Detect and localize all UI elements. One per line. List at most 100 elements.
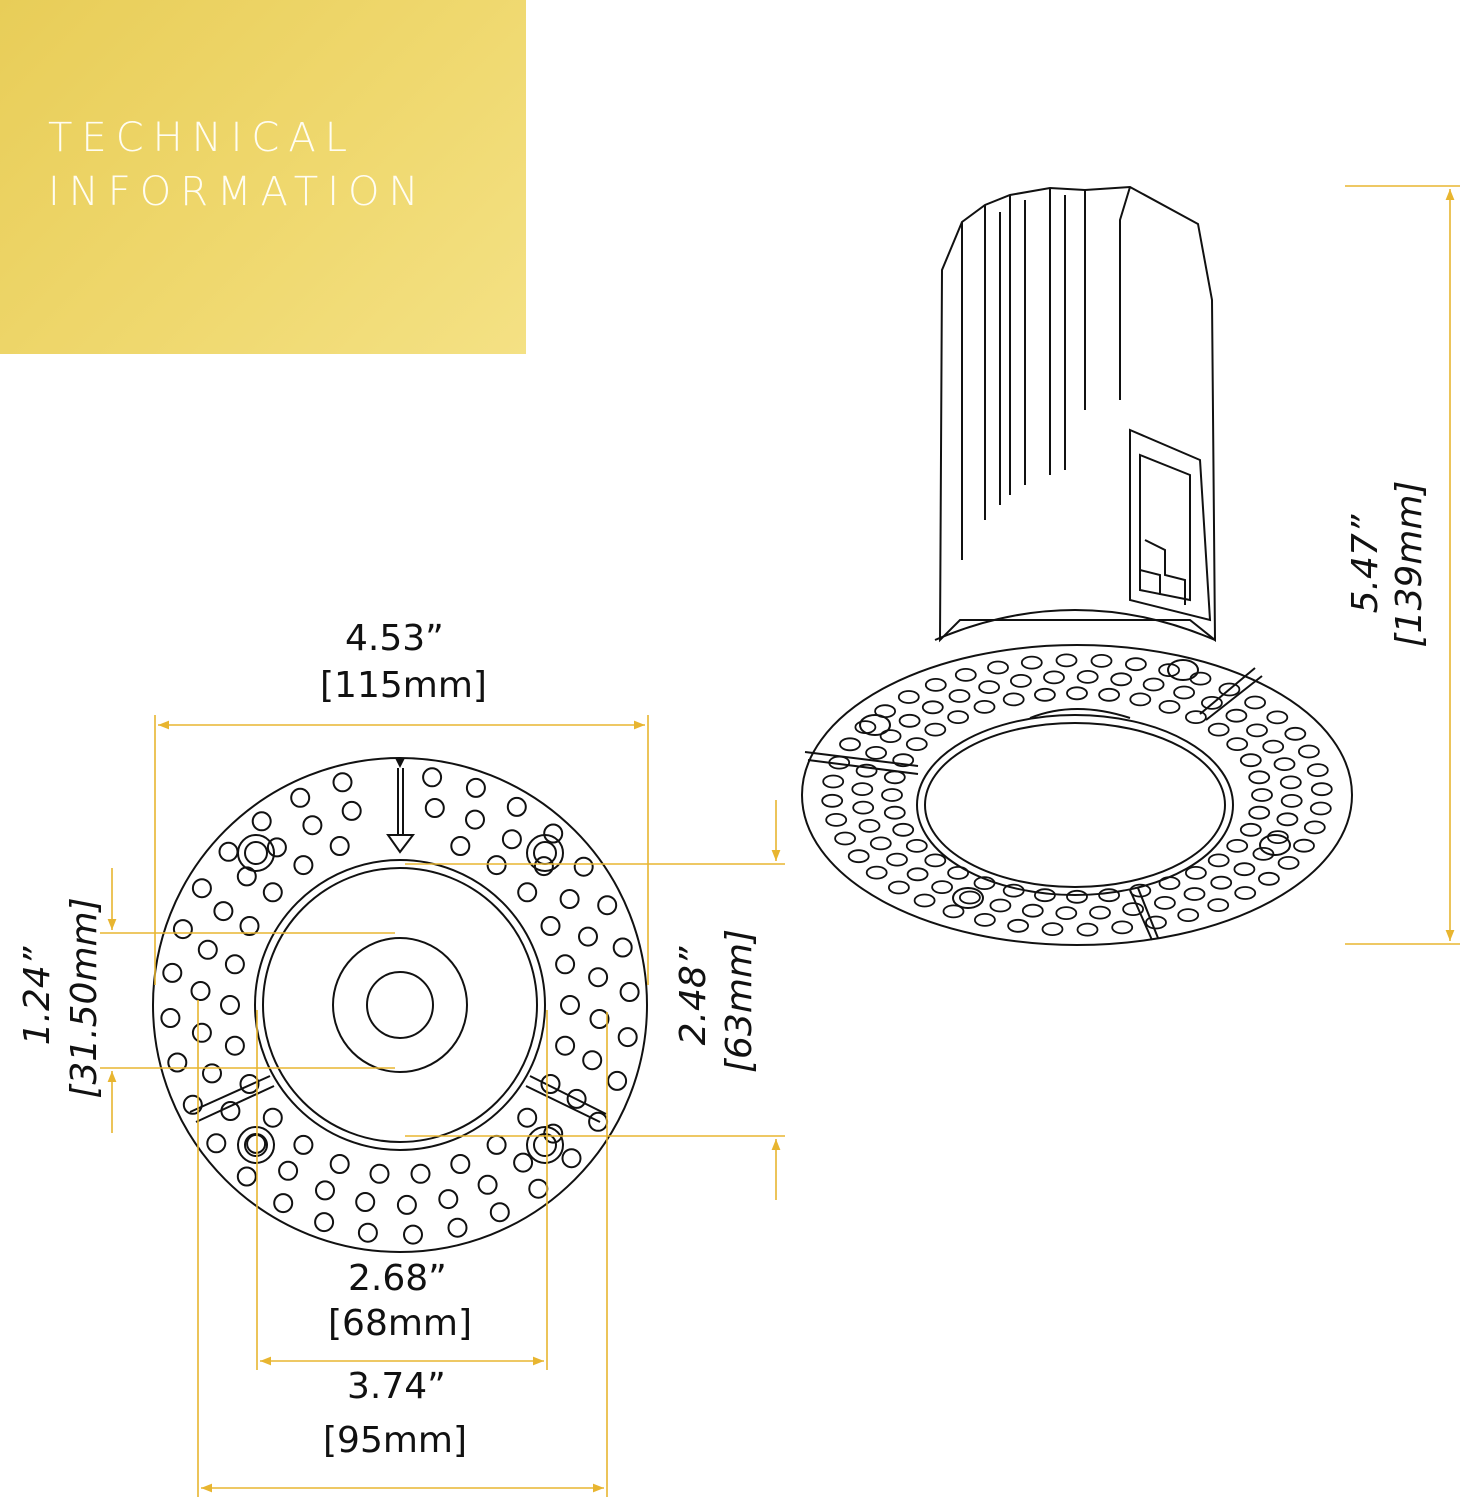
perforation-hole bbox=[1002, 692, 1025, 707]
perforation-hole bbox=[162, 962, 183, 983]
dim-aperture-height-metric: [63mm] bbox=[719, 928, 760, 1074]
perforation-hole bbox=[1201, 696, 1223, 710]
perforation-hole bbox=[1246, 723, 1268, 738]
perforation-hole bbox=[517, 1107, 538, 1128]
perforation-hole bbox=[1142, 677, 1165, 692]
perforation-hole bbox=[1110, 672, 1133, 687]
perforation-hole bbox=[1239, 753, 1262, 768]
perforation-hole bbox=[224, 1035, 245, 1056]
perforation-hole bbox=[206, 1133, 227, 1154]
perforation-hole bbox=[1310, 782, 1333, 797]
perforation-hole bbox=[1189, 671, 1212, 686]
perforation-hole bbox=[561, 1148, 582, 1169]
front-view-dimension-lines bbox=[100, 715, 785, 1497]
front-view-perforations bbox=[160, 767, 640, 1245]
perforation-hole bbox=[1207, 722, 1230, 737]
dim-aperture-inner-imperial: 2.68” bbox=[348, 1258, 447, 1299]
perforation-hole bbox=[1021, 903, 1044, 918]
perforation-hole bbox=[1298, 744, 1320, 759]
perforation-hole bbox=[239, 916, 260, 936]
perforation-hole bbox=[607, 1070, 628, 1091]
perforation-hole bbox=[450, 836, 471, 856]
perforation-hole bbox=[332, 772, 353, 793]
dim-lens-imperial: 1.24” bbox=[17, 946, 58, 1046]
perforation-hole bbox=[1185, 866, 1207, 880]
perforation-hole bbox=[883, 770, 906, 785]
perforation-hole bbox=[888, 880, 910, 895]
perforation-hole bbox=[220, 995, 240, 1015]
perforation-hole bbox=[828, 755, 851, 770]
perforation-hole bbox=[293, 1134, 314, 1155]
perforation-hole bbox=[220, 1101, 241, 1121]
perforation-hole bbox=[1248, 805, 1271, 820]
perforation-hole bbox=[881, 788, 903, 802]
perforation-hole bbox=[822, 774, 845, 789]
perforation-hole bbox=[236, 866, 257, 887]
perforation-hole bbox=[1226, 839, 1249, 853]
perforation-hole bbox=[905, 839, 928, 853]
perforation-hole bbox=[892, 822, 915, 837]
perforation-hole bbox=[266, 837, 287, 858]
perforation-hole bbox=[1277, 856, 1300, 870]
perforation-hole bbox=[1267, 830, 1289, 844]
perforation-hole bbox=[357, 1222, 378, 1243]
dim-outer-diameter-imperial: 4.53” bbox=[345, 618, 444, 659]
perforation-hole bbox=[1183, 887, 1206, 901]
banner-title-line2: INFORMATION bbox=[48, 169, 428, 215]
perforation-hole bbox=[369, 1163, 390, 1184]
perforation-hole bbox=[1098, 888, 1120, 903]
technical-information-banner: TECHNICAL INFORMATION bbox=[0, 0, 526, 354]
perforation-hole bbox=[517, 882, 538, 903]
perforation-hole bbox=[513, 1152, 534, 1173]
perforation-hole bbox=[543, 1123, 564, 1144]
perforation-hole bbox=[167, 1052, 188, 1073]
perforation-hole bbox=[329, 1154, 350, 1174]
perforation-hole bbox=[578, 926, 598, 947]
perforation-hole bbox=[1129, 692, 1152, 707]
perforation-hole bbox=[1273, 757, 1296, 771]
perforation-hole bbox=[924, 853, 947, 868]
perforation-hole bbox=[403, 1224, 423, 1245]
perforation-hole bbox=[1303, 820, 1326, 835]
perforation-hole bbox=[978, 680, 1000, 694]
perforation-hole bbox=[1244, 695, 1266, 710]
perforation-hole bbox=[540, 1074, 561, 1094]
perforation-hole bbox=[1251, 788, 1273, 802]
perforation-hole bbox=[533, 856, 554, 877]
perforation-hole bbox=[1055, 653, 1078, 668]
perforation-hole bbox=[355, 1192, 376, 1212]
perforation-hole bbox=[851, 782, 874, 796]
dim-lens-metric: [31.50mm] bbox=[64, 897, 105, 1099]
perforation-hole bbox=[290, 787, 311, 808]
perforation-hole bbox=[315, 1180, 335, 1201]
dim-outer-diameter-metric: [115mm] bbox=[320, 665, 487, 706]
perforation-hole bbox=[1089, 905, 1111, 920]
perforation-hole bbox=[1207, 853, 1230, 868]
perforation-hole bbox=[1218, 682, 1241, 697]
perforation-hole bbox=[1007, 918, 1029, 933]
perforation-hole bbox=[947, 710, 969, 724]
perforation-hole bbox=[191, 1022, 212, 1043]
perforation-hole bbox=[847, 849, 870, 864]
perforation-hole bbox=[246, 1133, 267, 1154]
front-view-trim bbox=[152, 757, 648, 1253]
perforation-hole bbox=[886, 852, 908, 867]
perforation-hole bbox=[1280, 794, 1303, 808]
dim-cutout-metric: [95mm] bbox=[323, 1420, 468, 1461]
perforation-hole bbox=[612, 937, 633, 958]
perforation-hole bbox=[262, 1107, 283, 1128]
perforation-hole bbox=[160, 1008, 181, 1028]
perforation-hole bbox=[1239, 822, 1262, 837]
perforation-hole bbox=[1111, 920, 1134, 935]
perforation-hole bbox=[477, 1174, 498, 1195]
perforation-hole bbox=[913, 893, 936, 908]
perforation-hole bbox=[293, 855, 314, 876]
perforation-hole bbox=[465, 777, 486, 798]
perforation-hole bbox=[948, 689, 971, 703]
perforation-hole bbox=[1158, 700, 1181, 714]
perforation-hole bbox=[528, 1178, 549, 1199]
perforation-hole bbox=[172, 919, 193, 940]
perforation-hole bbox=[1226, 737, 1249, 751]
perforation-hole bbox=[1020, 655, 1043, 670]
perforation-hole bbox=[1210, 875, 1233, 890]
